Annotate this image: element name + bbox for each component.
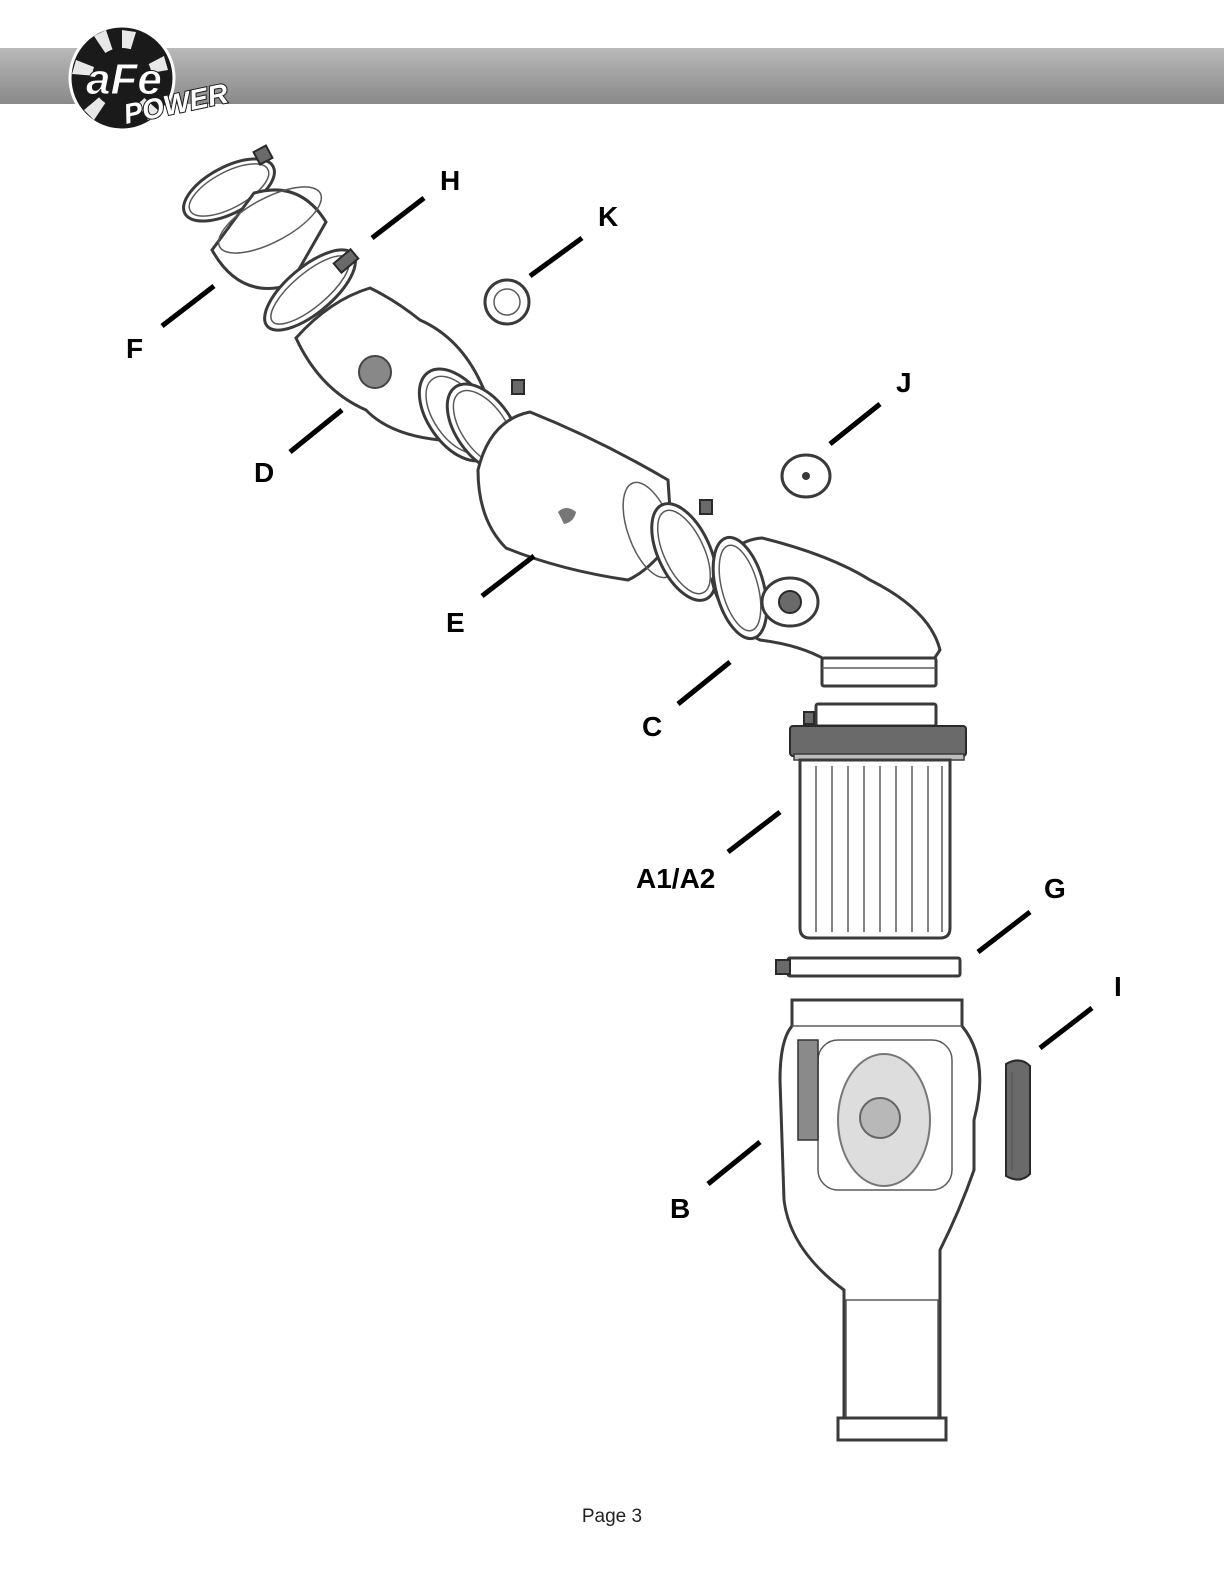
airbox-logo-icon [859,1097,901,1139]
leader-d [288,408,344,454]
part-h-clamp [263,247,360,332]
leader-k [528,235,584,279]
callout-c: C [642,711,662,742]
part-g-clamp [775,956,962,978]
leader-j [828,402,882,446]
part-k-grommet [483,278,531,326]
callout-g: G [1044,873,1066,904]
callout-k: K [598,201,618,232]
leader-h [370,196,426,240]
leader-lines [160,196,1094,1186]
callout-f: F [126,333,143,364]
part-a1-a2-filter [789,702,967,940]
part-b-airbox [778,998,982,1442]
leader-b [706,1140,762,1186]
part-c-elbow [710,535,942,688]
part-f-coupler [182,144,328,290]
afe-logo-icon [558,508,576,524]
leader-c [676,660,732,706]
part-j-plug [780,453,832,499]
callout-j: J [896,367,912,398]
callout-h: H [440,165,460,196]
logo-text-afe: aFe [86,55,162,104]
callout-e: E [446,607,465,638]
leader-g [976,910,1032,954]
header-bar [0,48,1224,104]
callout-labels: F H K D J E C A1/A2 G I B [126,165,1122,1224]
afe-power-logo: aFe POWER [68,24,232,132]
callout-b: B [670,1193,690,1224]
leader-e [480,554,536,598]
leader-f [160,284,216,328]
clamp-e-c [650,499,718,602]
callout-d: D [254,457,274,488]
page-number: Page 3 [581,1506,643,1527]
airbox-side-label [797,1039,819,1141]
leader-i [1038,1006,1094,1050]
part-i-seal [1005,1059,1031,1181]
part-e-tube [476,410,678,582]
callout-i: I [1114,971,1122,1002]
afe-badge-icon [358,355,392,389]
leader-a1a2 [726,810,782,854]
callout-a1a2: A1/A2 [636,863,715,894]
